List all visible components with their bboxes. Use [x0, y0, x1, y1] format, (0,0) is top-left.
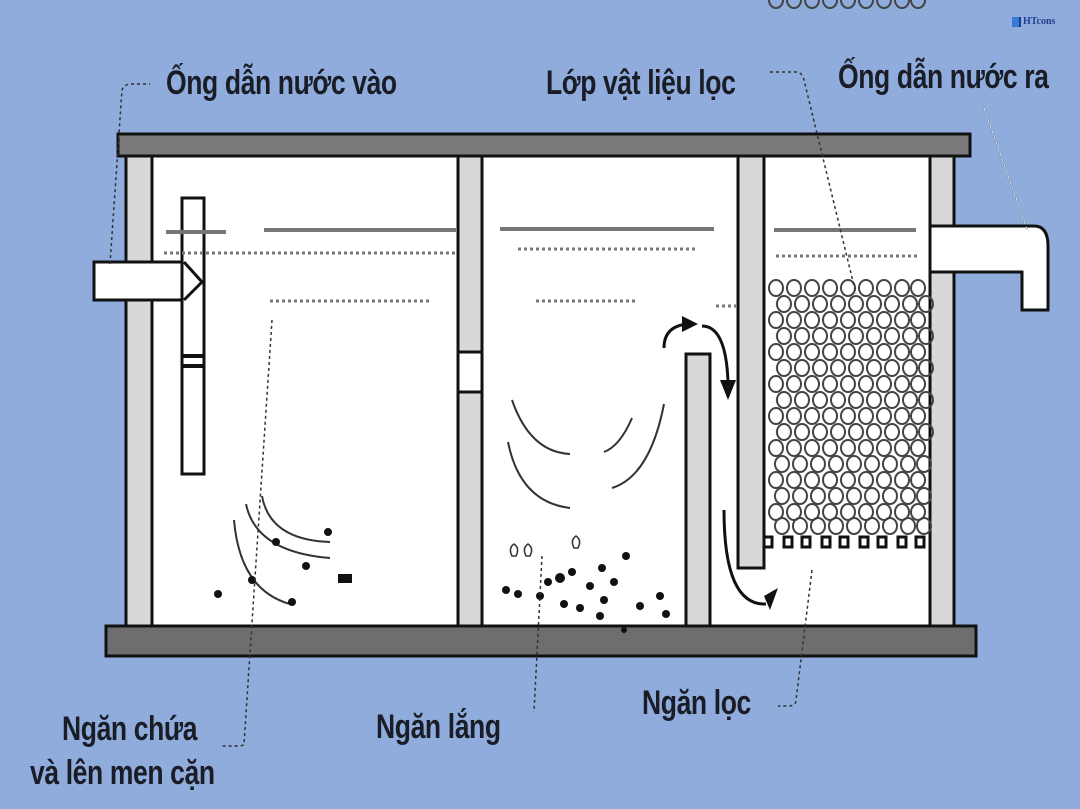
overflow-weir	[684, 352, 712, 628]
label-inlet-pipe: Ống dẫn nước vào	[166, 64, 397, 102]
label-outlet-pipe: Ống dẫn nước ra	[838, 58, 1049, 96]
hanging-baffle	[736, 154, 766, 570]
label-filter-chamber: Ngăn lọc	[642, 684, 751, 722]
brand-name: HTcons	[1023, 16, 1056, 27]
sludge-particles	[214, 528, 670, 633]
inlet-pipe	[92, 196, 206, 476]
bottom-slab	[104, 624, 978, 658]
label-filter-media-layer: Lớp vật liệu lọc	[546, 64, 736, 102]
left-wall	[124, 154, 154, 628]
label-settling-chamber: Ngăn lắng	[376, 708, 501, 746]
divider-1-bottom	[456, 390, 484, 628]
divider-1-opening	[456, 350, 484, 394]
label-storage-chamber-line1: Ngăn chứa	[62, 710, 198, 748]
filter-media	[768, 0, 934, 535]
building-logo-icon	[1012, 16, 1021, 27]
support-grid	[762, 535, 926, 549]
divider-1-top	[456, 154, 484, 354]
outlet-pipe	[928, 224, 1050, 312]
top-slab	[116, 132, 972, 158]
label-storage-chamber-line2: và lên men cặn	[30, 754, 215, 792]
brand-logo: HTcons	[1012, 16, 1055, 27]
